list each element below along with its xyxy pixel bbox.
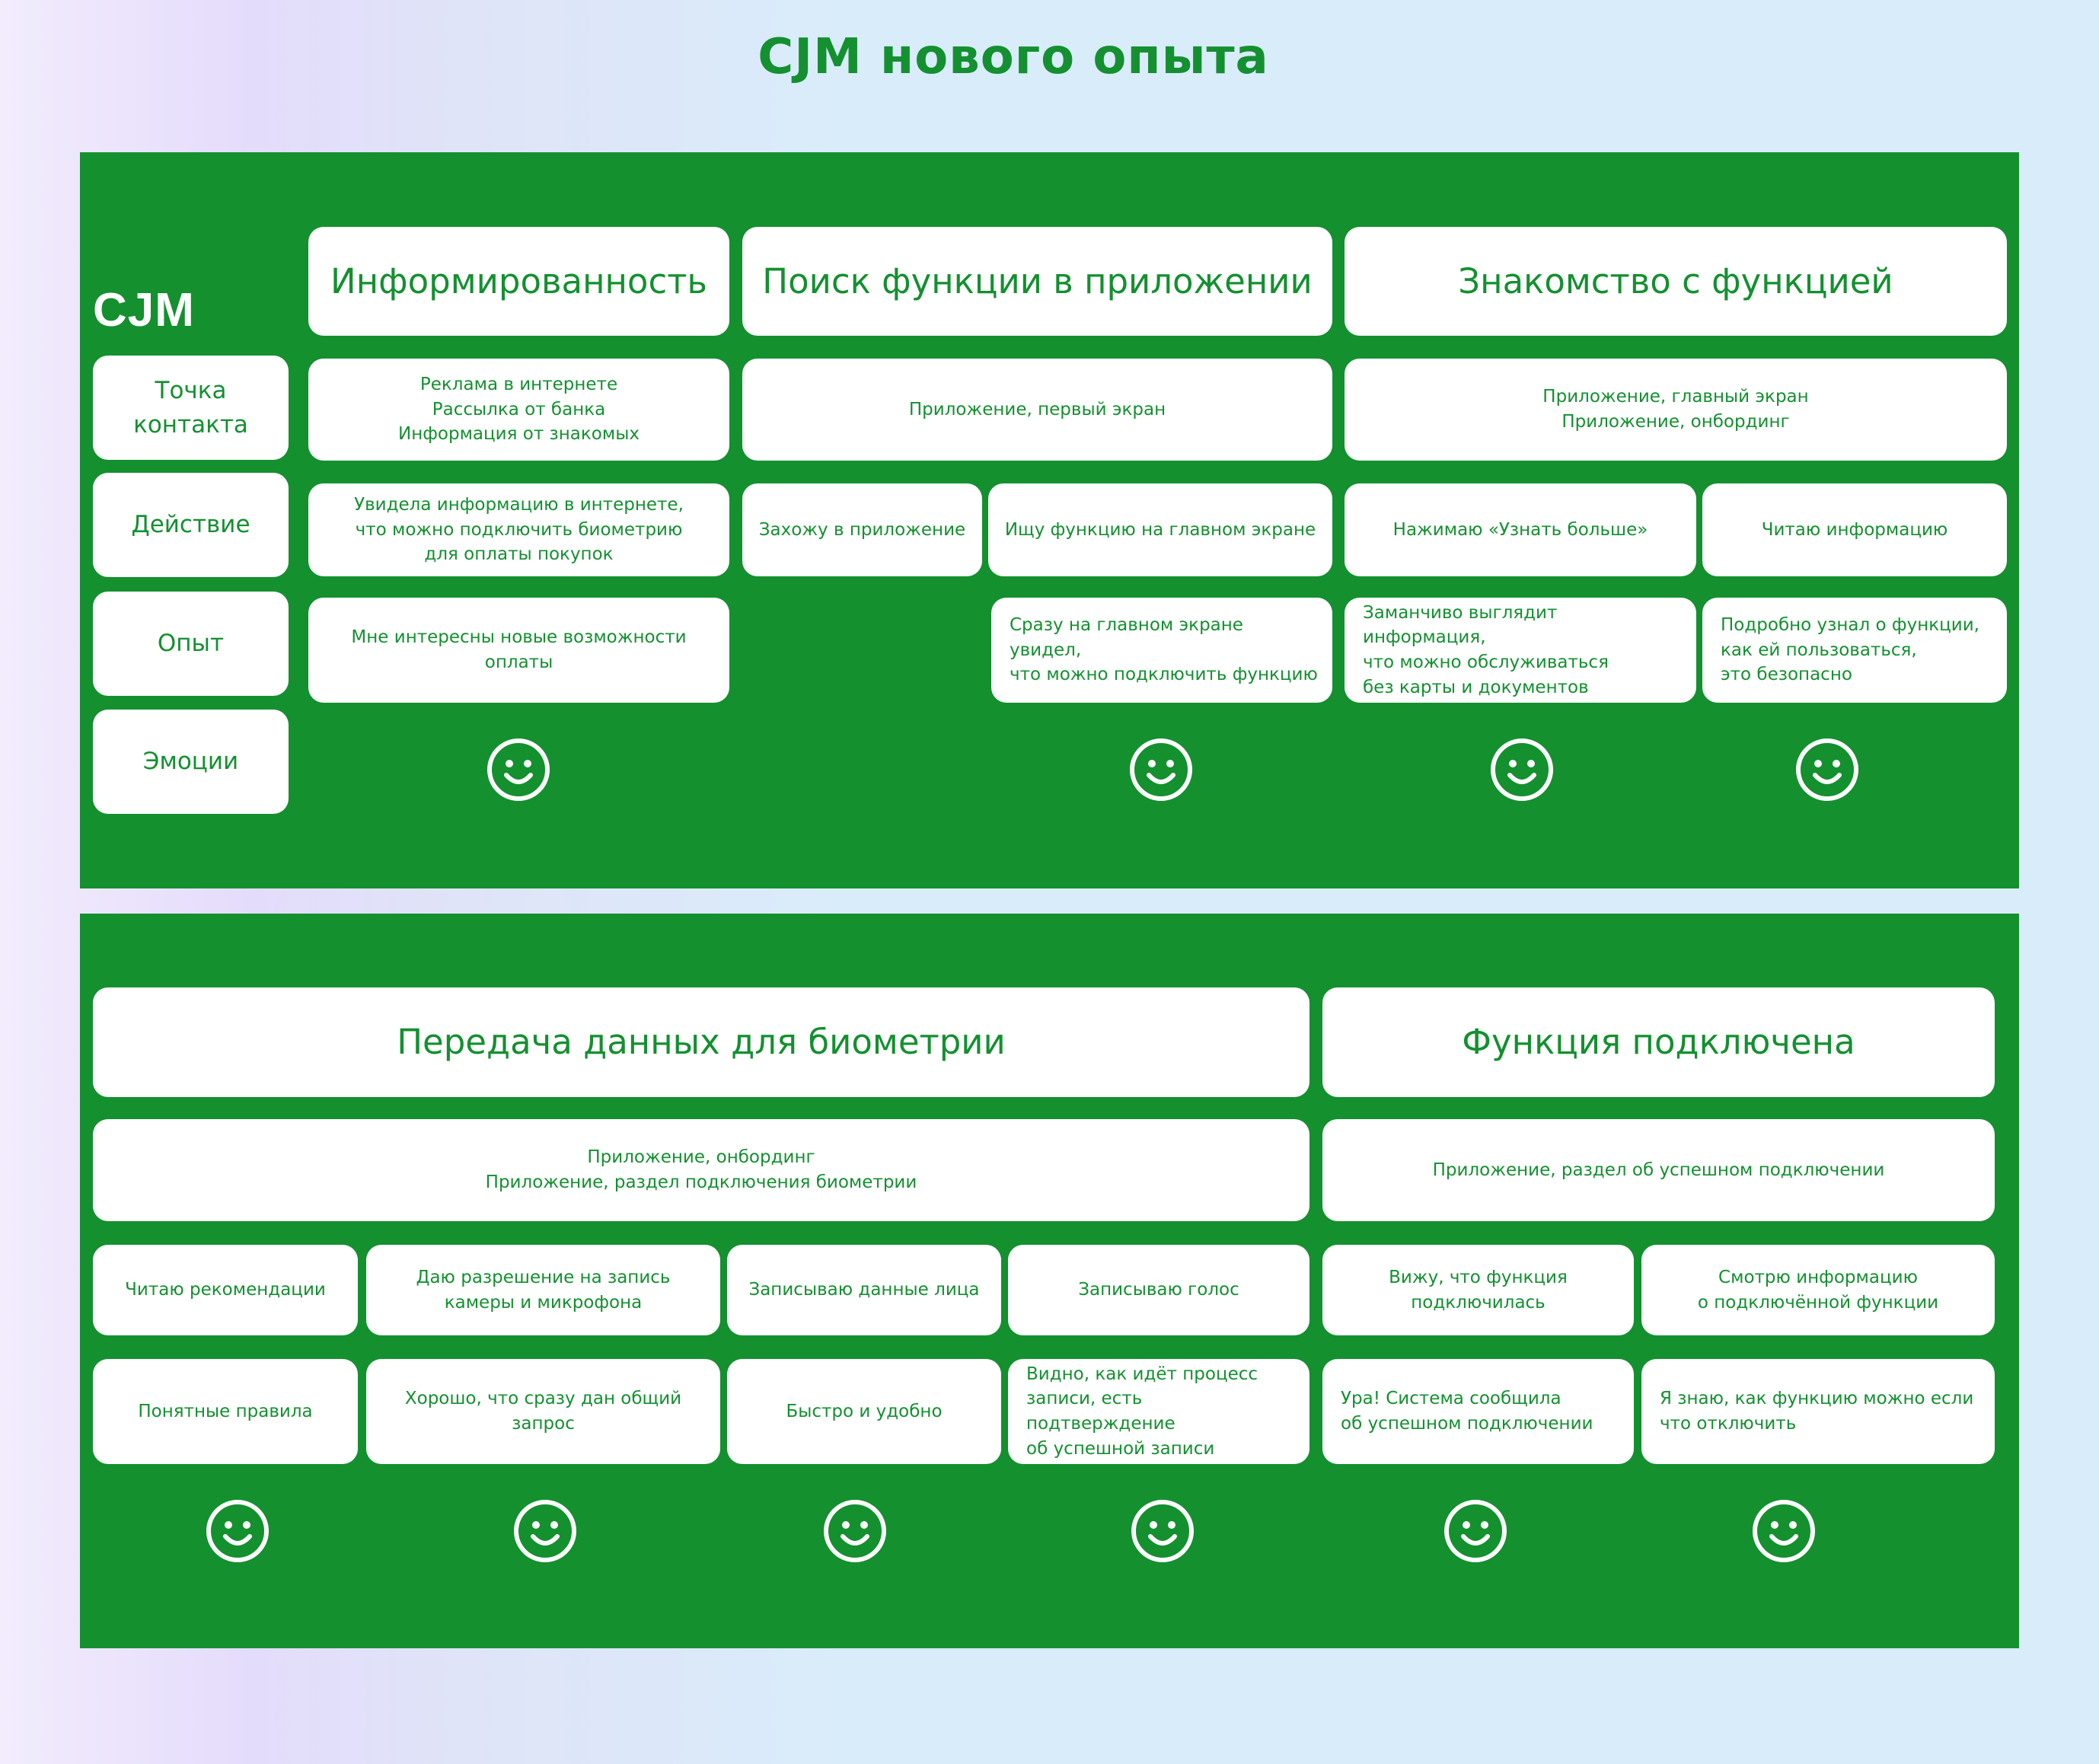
experience-card: Сразу на главном экране увидел, что можн… bbox=[991, 598, 1332, 703]
row-label-experience: Опыт bbox=[93, 592, 289, 696]
touchpoint-card: Приложение, главный экран Приложение, он… bbox=[1345, 359, 2007, 461]
stage-header-acquaintance: Знакомство с функцией bbox=[1345, 227, 2007, 336]
smile-icon bbox=[486, 737, 551, 802]
action-card: Захожу в приложение bbox=[742, 483, 982, 576]
experience-card: Подробно узнал о функции, как ей пользов… bbox=[1702, 598, 2007, 703]
action-card: Записываю данные лица bbox=[727, 1245, 1001, 1335]
smile-icon bbox=[1443, 1498, 1508, 1564]
smile-icon bbox=[1794, 737, 1860, 802]
experience-card: Хорошо, что сразу дан общий запрос bbox=[366, 1359, 720, 1464]
touchpoint-card: Реклама в интернете Рассылка от банка Ин… bbox=[308, 359, 729, 461]
experience-card: Видно, как идёт процесс записи, есть под… bbox=[1008, 1359, 1309, 1464]
experience-card: Мне интересны новые возможности оплаты bbox=[308, 598, 729, 703]
action-card: Читаю информацию bbox=[1702, 483, 2007, 576]
action-card: Записываю голос bbox=[1008, 1245, 1309, 1335]
smile-icon bbox=[822, 1498, 888, 1564]
action-card: Вижу, что функция подключилась bbox=[1322, 1245, 1634, 1335]
smile-icon bbox=[1130, 1498, 1195, 1564]
action-card: Ищу функцию на главном экране bbox=[988, 483, 1332, 576]
experience-card: Понятные правила bbox=[93, 1359, 358, 1464]
action-card: Даю разрешение на запись камеры и микроф… bbox=[366, 1245, 720, 1335]
cjm-panel-2: Передача данных для биометрии Приложение… bbox=[80, 914, 2019, 1648]
row-label-touchpoint: Точка контакта bbox=[93, 356, 289, 460]
action-card: Читаю рекомендации bbox=[93, 1245, 358, 1335]
smile-icon bbox=[205, 1498, 270, 1564]
experience-card: Я знаю, как функцию можно если что отклю… bbox=[1641, 1359, 1995, 1464]
stage-header-awareness: Информированность bbox=[308, 227, 729, 336]
action-card: Увидела информацию в интернете, что можн… bbox=[308, 483, 729, 576]
smile-icon bbox=[1751, 1498, 1817, 1564]
stage-header-search: Поиск функции в приложении bbox=[742, 227, 1332, 336]
stage-header-function-connected: Функция подключена bbox=[1322, 987, 1995, 1097]
action-card: Нажимаю «Узнать больше» bbox=[1345, 483, 1696, 576]
touchpoint-card: Приложение, раздел об успешном подключен… bbox=[1322, 1119, 1995, 1221]
stage-header-biometric-data: Передача данных для биометрии bbox=[93, 987, 1309, 1097]
page-title: CJM нового опыта bbox=[758, 29, 1269, 85]
smile-icon bbox=[1128, 737, 1194, 802]
touchpoint-card: Приложение, онбординг Приложение, раздел… bbox=[93, 1119, 1309, 1221]
experience-card: Быстро и удобно bbox=[727, 1359, 1001, 1464]
cjm-label: CJM bbox=[93, 284, 195, 337]
experience-card: Заманчиво выглядит информация, что можно… bbox=[1345, 598, 1696, 703]
row-label-action: Действие bbox=[93, 473, 289, 577]
row-label-emotions: Эмоции bbox=[93, 710, 289, 814]
touchpoint-card: Приложение, первый экран bbox=[742, 359, 1332, 461]
smile-icon bbox=[1489, 737, 1555, 802]
experience-card: Ура! Система сообщила об успешном подклю… bbox=[1322, 1359, 1634, 1464]
action-card: Смотрю информацию о подключённой функции bbox=[1641, 1245, 1995, 1335]
smile-icon bbox=[512, 1498, 578, 1564]
cjm-panel-1: CJM Точка контакта Действие Опыт Эмоции … bbox=[80, 152, 2019, 888]
